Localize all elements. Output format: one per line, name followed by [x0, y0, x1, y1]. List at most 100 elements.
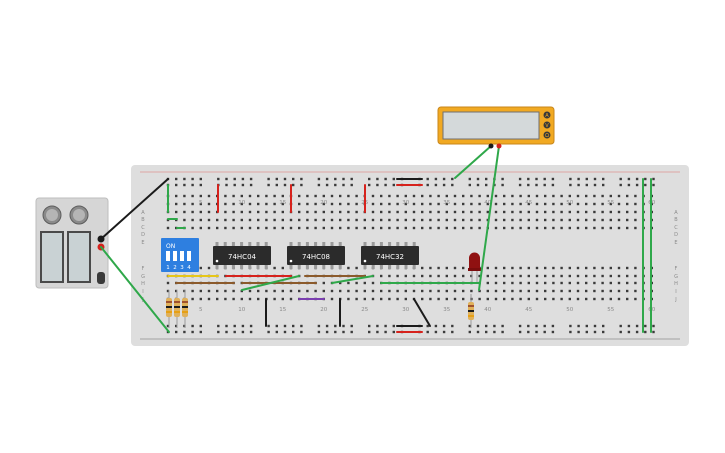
breadboard-hole[interactable]	[486, 289, 489, 293]
rail-hole[interactable]	[350, 330, 353, 334]
rail-hole[interactable]	[233, 330, 236, 334]
multimeter-button-ohm[interactable]	[543, 131, 551, 139]
breadboard-hole[interactable]	[380, 289, 383, 293]
rail-hole[interactable]	[593, 177, 597, 181]
breadboard-hole[interactable]	[404, 218, 407, 222]
wires[interactable]	[100, 145, 652, 333]
breadboard-hole[interactable]	[609, 226, 612, 230]
breadboard-hole[interactable]	[207, 226, 211, 230]
breadboard-hole[interactable]	[404, 289, 407, 293]
rail-hole[interactable]	[275, 177, 278, 181]
rail-hole[interactable]	[493, 330, 496, 334]
breadboard-hole[interactable]	[281, 266, 284, 270]
rail-hole[interactable]	[334, 183, 337, 187]
rail-hole[interactable]	[426, 324, 429, 328]
breadboard-hole[interactable]	[429, 226, 432, 230]
breadboard-hole[interactable]	[626, 266, 629, 270]
breadboard-hole[interactable]	[298, 218, 301, 222]
rail-hole[interactable]	[442, 183, 446, 187]
breadboard-hole[interactable]	[453, 218, 457, 222]
breadboard-hole[interactable]	[576, 202, 580, 206]
breadboard-hole[interactable]	[576, 281, 580, 285]
breadboard-hole[interactable]	[552, 289, 555, 293]
breadboard-hole[interactable]	[355, 266, 358, 270]
rail-hole[interactable]	[644, 330, 647, 334]
breadboard-hole[interactable]	[306, 210, 309, 214]
breadboard-hole[interactable]	[486, 281, 489, 285]
breadboard-hole[interactable]	[199, 210, 202, 214]
breadboard-hole[interactable]	[298, 226, 301, 230]
breadboard-hole[interactable]	[486, 202, 489, 206]
rail-hole[interactable]	[175, 324, 178, 328]
breadboard-hole[interactable]	[585, 194, 588, 198]
breadboard-hole[interactable]	[380, 194, 383, 198]
breadboard-hole[interactable]	[265, 202, 268, 206]
breadboard-hole[interactable]	[306, 218, 309, 222]
breadboard-hole[interactable]	[380, 226, 383, 230]
breadboard-hole[interactable]	[207, 266, 211, 270]
breadboard-hole[interactable]	[445, 266, 448, 270]
breadboard-hole[interactable]	[462, 210, 465, 214]
rail-hole[interactable]	[619, 183, 622, 187]
rail-hole[interactable]	[342, 324, 345, 328]
breadboard-hole[interactable]	[609, 266, 612, 270]
breadboard-hole[interactable]	[601, 226, 604, 230]
breadboard-hole[interactable]	[396, 202, 399, 206]
breadboard-hole[interactable]	[494, 289, 498, 293]
breadboard-hole[interactable]	[388, 297, 391, 301]
breadboard-hole[interactable]	[363, 226, 366, 230]
rail-hole[interactable]	[635, 324, 639, 328]
breadboard-hole[interactable]	[273, 289, 276, 293]
rail-hole[interactable]	[426, 330, 429, 334]
breadboard-hole[interactable]	[232, 194, 235, 198]
rail-hole[interactable]	[275, 183, 278, 187]
rail-hole[interactable]	[275, 324, 278, 328]
breadboard-hole[interactable]	[470, 202, 473, 206]
breadboard-hole[interactable]	[437, 210, 440, 214]
breadboard-hole[interactable]	[404, 194, 407, 198]
rail-hole[interactable]	[535, 183, 538, 187]
breadboard-hole[interactable]	[617, 266, 621, 270]
breadboard-hole[interactable]	[191, 202, 194, 206]
rail-hole[interactable]	[300, 324, 303, 328]
breadboard-hole[interactable]	[486, 274, 489, 278]
breadboard-hole[interactable]	[371, 226, 375, 230]
breadboard-hole[interactable]	[339, 218, 342, 222]
breadboard-hole[interactable]	[207, 218, 211, 222]
breadboard-hole[interactable]	[626, 289, 629, 293]
rail-hole[interactable]	[468, 330, 471, 334]
breadboard-hole[interactable]	[453, 226, 457, 230]
rail-hole[interactable]	[199, 183, 202, 187]
rail-hole[interactable]	[267, 183, 270, 187]
dip-toggle[interactable]	[166, 251, 170, 261]
rail-hole[interactable]	[569, 183, 572, 187]
breadboard-hole[interactable]	[330, 210, 334, 214]
breadboard-hole[interactable]	[593, 266, 596, 270]
breadboard-hole[interactable]	[199, 266, 202, 270]
breadboard-hole[interactable]	[634, 297, 637, 301]
breadboard-hole[interactable]	[552, 210, 555, 214]
rail-hole[interactable]	[199, 324, 202, 328]
rail-hole[interactable]	[267, 177, 270, 181]
breadboard-hole[interactable]	[175, 202, 178, 206]
breadboard-hole[interactable]	[585, 218, 588, 222]
breadboard-hole[interactable]	[511, 210, 514, 214]
breadboard-hole[interactable]	[183, 218, 186, 222]
dip-switch[interactable]: ON 1 2 3 4	[161, 238, 199, 272]
rail-hole[interactable]	[543, 324, 546, 328]
breadboard-hole[interactable]	[216, 297, 219, 301]
breadboard-hole[interactable]	[486, 210, 489, 214]
rail-hole[interactable]	[451, 324, 454, 328]
rail-hole[interactable]	[342, 330, 345, 334]
breadboard-hole[interactable]	[322, 210, 325, 214]
breadboard-hole[interactable]	[265, 194, 268, 198]
rail-hole[interactable]	[476, 330, 480, 334]
breadboard-hole[interactable]	[232, 202, 235, 206]
breadboard-hole[interactable]	[445, 274, 448, 278]
breadboard-hole[interactable]	[478, 202, 481, 206]
breadboard-hole[interactable]	[371, 194, 375, 198]
rail-hole[interactable]	[292, 324, 295, 328]
breadboard-hole[interactable]	[576, 297, 580, 301]
rail-hole[interactable]	[569, 330, 572, 334]
breadboard-hole[interactable]	[388, 194, 391, 198]
